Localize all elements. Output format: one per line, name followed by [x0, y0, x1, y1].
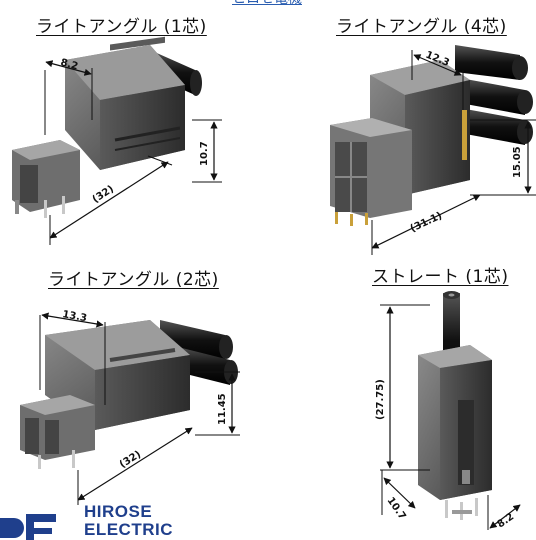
dim-label: (31.1) — [409, 210, 444, 234]
connector-1-pole-straight — [418, 291, 492, 520]
panel-title-3: ライトアングル (2芯) — [48, 270, 219, 290]
connector-1-pole-right-angle — [12, 36, 202, 218]
panel-title-1: ライトアングル (1芯) — [36, 17, 207, 37]
connector-2-pole-right-angle — [20, 320, 238, 469]
header-link[interactable]: ヒロセ電機 — [232, 0, 302, 8]
connector-4-pole-right-angle — [330, 45, 533, 226]
dim-label: 10.7 — [385, 495, 408, 522]
dim-label: (32) — [91, 184, 116, 206]
dim-label: 8.2 — [495, 511, 516, 530]
logo-text-line1: HIROSE — [84, 502, 153, 521]
dim-label: 15.05 — [512, 146, 523, 178]
hrs-logo-mark-icon — [0, 514, 56, 540]
panel-title-4: ストレート (1芯) — [372, 267, 509, 287]
logo-text-line2: ELECTRIC — [84, 520, 173, 539]
dim-label: (27.75) — [375, 379, 386, 420]
dim-label: 10.7 — [199, 141, 210, 166]
dim-label: 13.3 — [61, 309, 87, 324]
dim-label: 11.45 — [217, 393, 228, 425]
hirose-electric-logo: HIROSE ELECTRIC — [0, 500, 200, 540]
dim-label: 8.2 — [59, 57, 79, 72]
dims-1: 8.2 10.7 (32) — [44, 57, 222, 245]
dims-2: 13.3 11.45 (32) — [39, 309, 240, 505]
panel-title-2: ライトアングル (4芯) — [336, 17, 507, 37]
